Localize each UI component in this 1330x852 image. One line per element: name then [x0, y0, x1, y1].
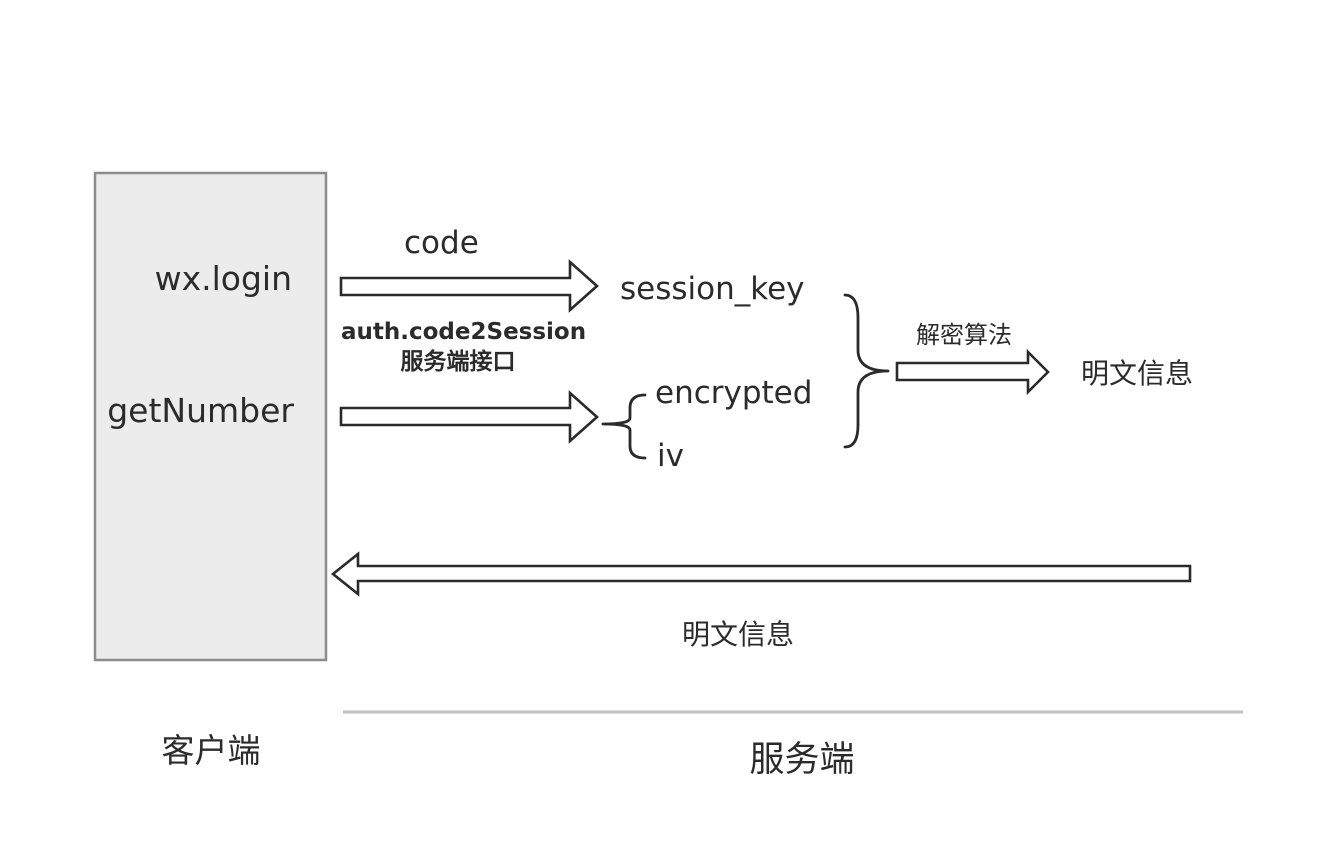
encrypted-label: encrypted [655, 375, 812, 411]
interface-label-line1: auth.code2Session [341, 319, 586, 345]
decrypt-arrow [895, 348, 1050, 396]
client-title: 客户端 [162, 731, 261, 770]
decrypt-algorithm-label: 解密算法 [916, 321, 1012, 349]
decrypt-inputs-brace [843, 293, 890, 449]
server-title: 服务端 [749, 740, 854, 780]
plaintext-result-label: 明文信息 [1081, 357, 1193, 390]
session-key-label: session_key [620, 271, 805, 307]
client-box [93, 171, 328, 662]
return-plaintext-label: 明文信息 [682, 618, 794, 651]
return-arrow [330, 551, 1192, 597]
code-arrow [339, 259, 599, 313]
encrypted-data-arrow [339, 390, 599, 444]
interface-label-line2: 服务端接口 [401, 349, 516, 375]
encrypted-iv-brace [601, 393, 647, 460]
iv-label: iv [657, 438, 684, 474]
get-number-label: getNumber [107, 391, 294, 430]
wx-login-label: wx.login [155, 259, 292, 298]
code-label: code [404, 225, 479, 261]
